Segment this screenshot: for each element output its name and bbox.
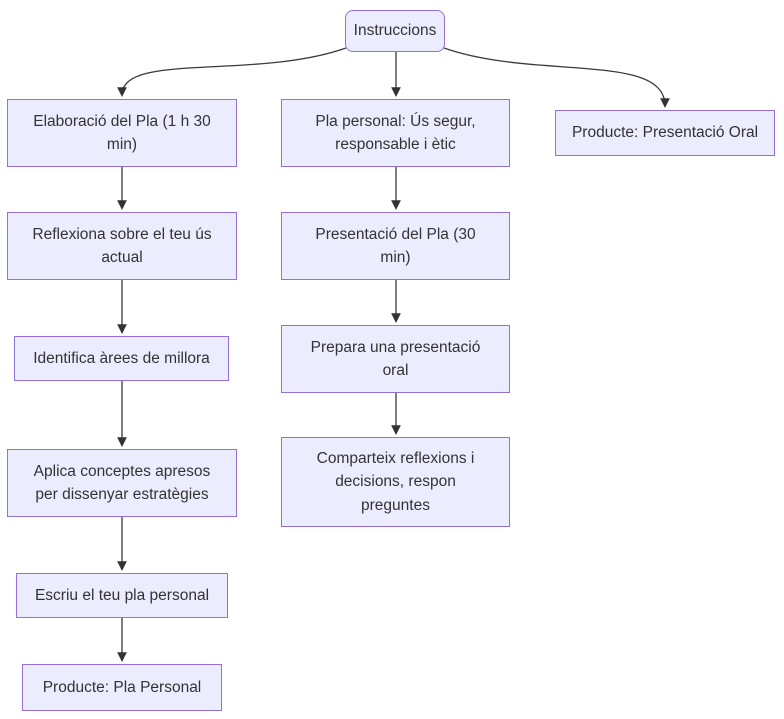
node-producte-pla: Producte: Pla Personal xyxy=(22,664,222,711)
node-escriu: Escriu el teu pla personal xyxy=(16,573,228,618)
node-aplica: Aplica conceptes apresos per dissenyar e… xyxy=(7,449,237,517)
node-identifica: Identifica àrees de millora xyxy=(14,336,229,381)
node-pla-personal: Pla personal: Ús segur, responsable i èt… xyxy=(281,99,510,167)
node-elaboracio-pla: Elaboració del Pla (1 h 30 min) xyxy=(7,99,237,167)
edge-instruccions-producte-oral xyxy=(443,47,670,108)
node-comparteix: Comparteix reflexions i decisions, respo… xyxy=(281,437,510,527)
node-producte-oral: Producte: Presentació Oral xyxy=(555,110,775,156)
node-reflexiona: Reflexiona sobre el teu ús actual xyxy=(7,212,237,280)
node-presentacio-pla: Presentació del Pla (30 min) xyxy=(281,212,510,280)
node-instruccions: Instruccions xyxy=(345,10,445,52)
edge-instruccions-elaboracio xyxy=(117,47,347,97)
node-prepara: Prepara una presentació oral xyxy=(281,325,510,393)
